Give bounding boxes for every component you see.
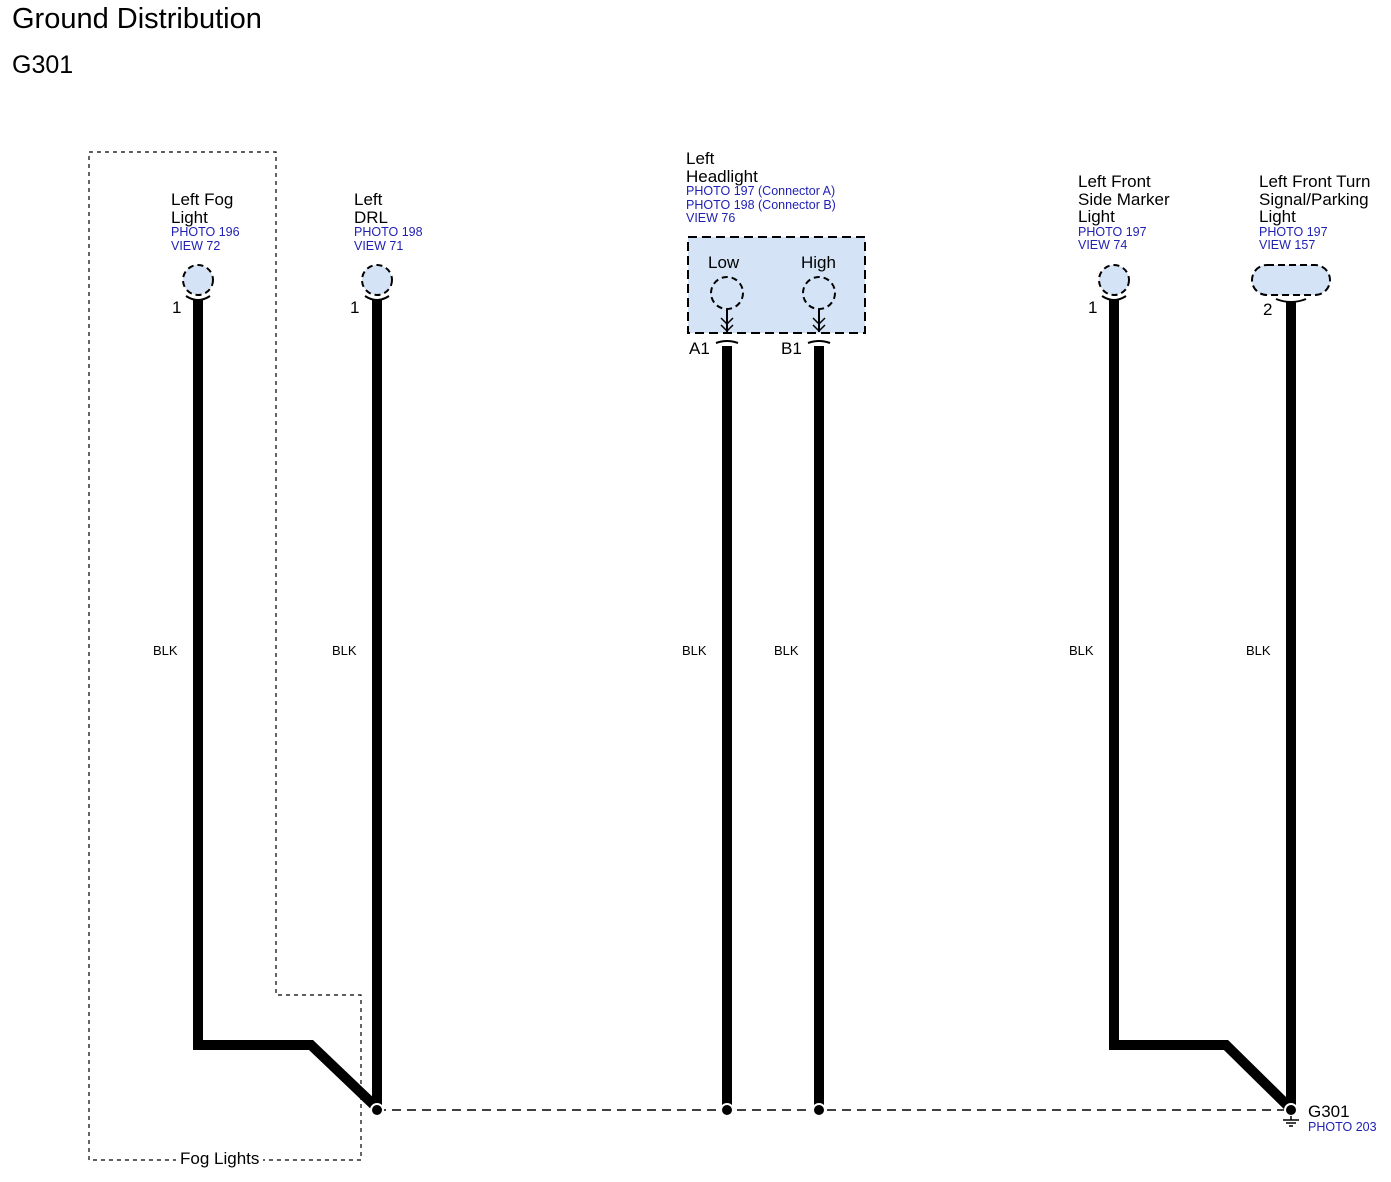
ground-g301-label: G301 PHOTO 203 bbox=[1308, 1102, 1377, 1134]
wire-side-marker bbox=[1109, 300, 1294, 1112]
fog-light-label: Left Fog Light PHOTO 196 VIEW 72 bbox=[171, 190, 240, 253]
fog-lights-group-boundary bbox=[88, 151, 362, 1161]
headlight-pin-b1: B1 bbox=[781, 339, 802, 358]
splice-headlight-low bbox=[720, 1103, 734, 1117]
splice-drl bbox=[370, 1103, 384, 1117]
drl-wire-color: BLK bbox=[332, 643, 357, 658]
drl-view-link[interactable]: VIEW 71 bbox=[354, 238, 404, 253]
wire-fog-light bbox=[193, 300, 381, 1112]
turn-signal-label: Left Front Turn Signal/Parking Light PHO… bbox=[1259, 172, 1371, 252]
splice-headlight-high bbox=[812, 1103, 826, 1117]
headlight-photo-b-link[interactable]: PHOTO 198 (Connector B) bbox=[686, 197, 836, 212]
side-marker-view-link[interactable]: VIEW 74 bbox=[1078, 238, 1128, 252]
turn-signal-bulb-icon bbox=[1251, 264, 1331, 303]
headlight-a1-terminal bbox=[715, 340, 739, 344]
headlight-label: Left Headlight PHOTO 197 (Connector A) P… bbox=[686, 149, 836, 225]
fog-lights-group-label: Fog Lights bbox=[176, 1150, 264, 1167]
fog-light-photo-link[interactable]: PHOTO 196 bbox=[171, 225, 240, 239]
page-subtitle: G301 bbox=[12, 51, 74, 79]
ground-photo-link[interactable]: PHOTO 203 bbox=[1308, 1120, 1377, 1134]
turn-signal-pin: 2 bbox=[1263, 300, 1273, 319]
headlight-high-wire-color: BLK bbox=[774, 643, 799, 658]
fog-light-bulb-icon bbox=[182, 264, 214, 301]
side-marker-label: Left Front Side Marker Light PHOTO 197 V… bbox=[1078, 172, 1170, 252]
headlight-low-label: Low bbox=[708, 253, 740, 272]
turn-signal-photo-link[interactable]: PHOTO 197 bbox=[1259, 224, 1328, 239]
headlight-photo-a-link[interactable]: PHOTO 197 (Connector A) bbox=[686, 184, 836, 198]
drl-bulb-icon bbox=[361, 264, 393, 301]
headlight-high-label: High bbox=[801, 253, 836, 272]
headlight-low-wire-color: BLK bbox=[682, 643, 707, 658]
page-title: Ground Distribution bbox=[12, 3, 262, 35]
fog-light-wire-color: BLK bbox=[153, 643, 178, 658]
side-marker-wire-color: BLK bbox=[1069, 643, 1094, 658]
side-marker-photo-link[interactable]: PHOTO 197 bbox=[1078, 224, 1147, 239]
headlight-low-bulb-icon bbox=[710, 276, 744, 333]
fog-light-view-link[interactable]: VIEW 72 bbox=[171, 238, 221, 253]
headlight-b1-terminal bbox=[807, 340, 831, 344]
turn-signal-view-link[interactable]: VIEW 157 bbox=[1259, 238, 1316, 252]
headlight-high-bulb-icon bbox=[802, 276, 836, 333]
headlight-component-box bbox=[687, 236, 866, 334]
headlight-view-link[interactable]: VIEW 76 bbox=[686, 211, 736, 225]
drl-label: Left DRL PHOTO 198 VIEW 71 bbox=[354, 190, 423, 253]
drl-pin: 1 bbox=[350, 298, 360, 317]
drl-photo-link[interactable]: PHOTO 198 bbox=[354, 225, 423, 239]
side-marker-pin: 1 bbox=[1088, 298, 1098, 317]
headlight-pin-a1: A1 bbox=[689, 339, 710, 358]
fog-light-pin: 1 bbox=[172, 298, 182, 317]
side-marker-bulb-icon bbox=[1098, 264, 1130, 301]
ground-symbol-icon bbox=[1283, 1103, 1299, 1127]
turn-signal-wire-color: BLK bbox=[1246, 643, 1271, 658]
